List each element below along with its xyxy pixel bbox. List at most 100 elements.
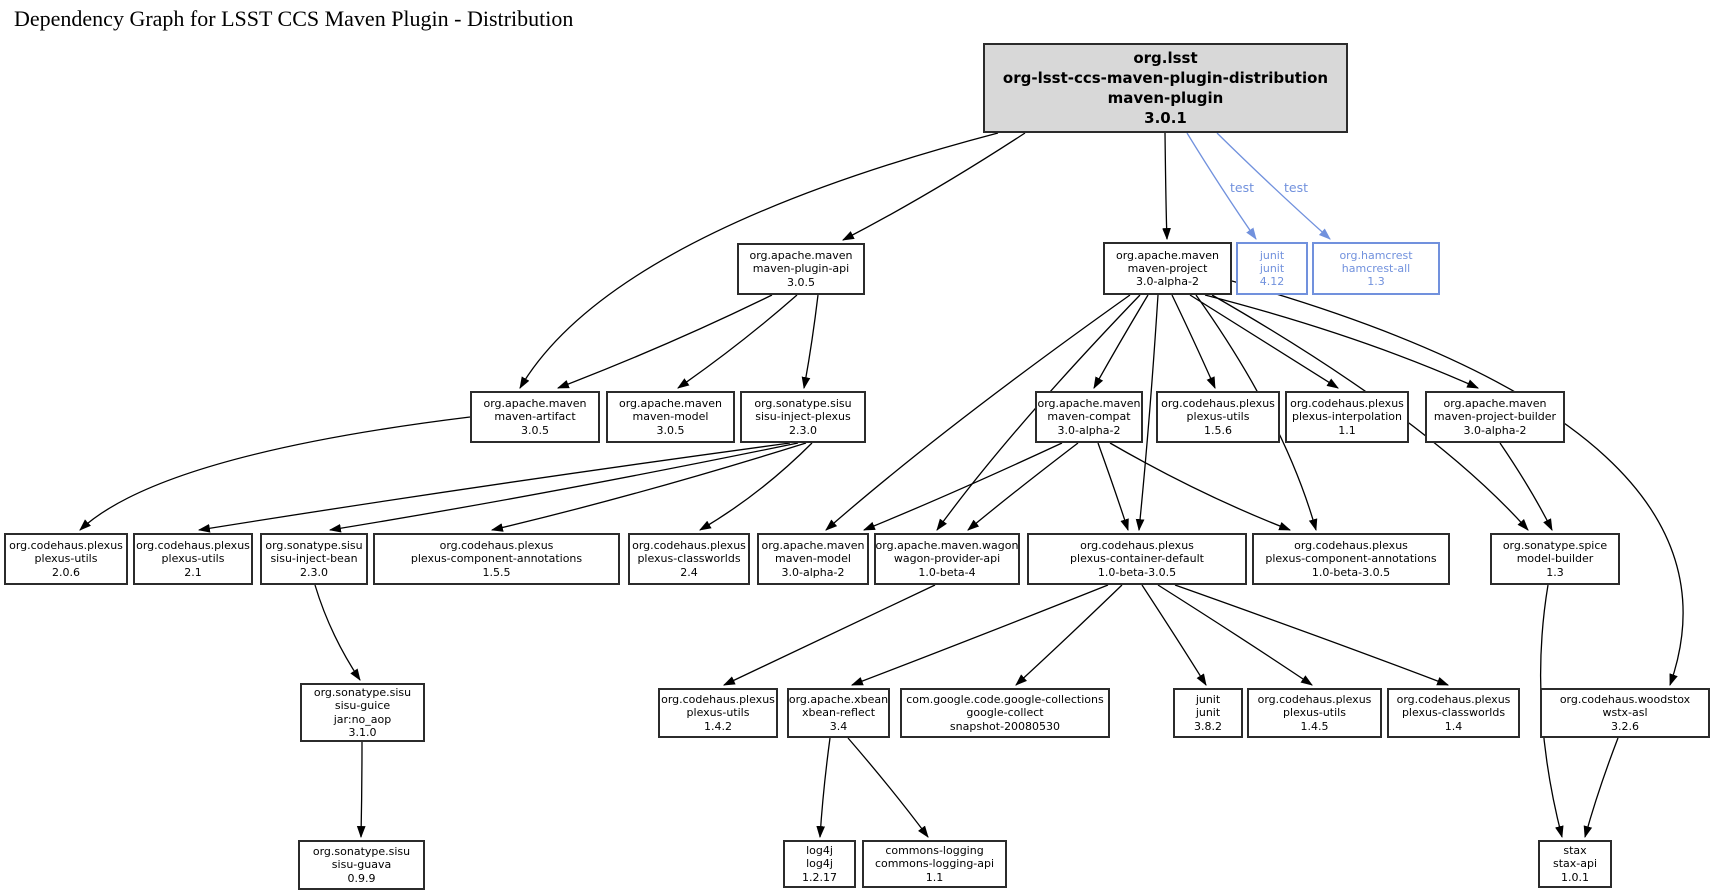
node-plexus-interpolation-line: plexus-interpolation xyxy=(1291,410,1402,424)
node-plexus-utils-21-line: plexus-utils xyxy=(161,552,225,566)
node-plexus-utils-145-line: 1.4.5 xyxy=(1300,719,1329,733)
node-sisu-inject-bean-line: org.sonatype.sisu xyxy=(265,539,363,553)
node-plexus-utils-206-line: 2.0.6 xyxy=(52,565,80,579)
node-root-line: 3.0.1 xyxy=(1144,109,1187,128)
node-junit4-line: junit xyxy=(1259,261,1285,275)
edge-maven-plugin-api--maven-model-305 xyxy=(677,294,798,389)
node-maven-plugin-api-line: maven-plugin-api xyxy=(752,262,850,276)
node-commons-logging-line: 1.1 xyxy=(925,870,944,884)
edge-root--maven-project xyxy=(1162,132,1171,241)
node-junit4-line: 4.12 xyxy=(1259,275,1285,289)
node-sisu-inject-plexus-line: 2.3.0 xyxy=(789,423,817,437)
edge-maven-project--maven-project-builder xyxy=(1204,294,1479,389)
node-sisu-inject-bean-line: sisu-inject-bean xyxy=(270,552,358,566)
edge-maven-project--maven-model-alpha xyxy=(825,294,1131,531)
node-plexus-utils-142-line: plexus-utils xyxy=(686,706,750,720)
node-model-builder-line: 1.3 xyxy=(1546,565,1564,579)
node-sisu-guava-line: org.sonatype.sisu xyxy=(312,845,411,859)
edge-maven-project-builder--model-builder xyxy=(1499,442,1553,531)
node-plexus-utils-21-line: org.codehaus.plexus xyxy=(136,539,250,553)
node-google-collections-line: com.google.code.google-collections xyxy=(906,693,1104,707)
node-plexus-utils-145-line: org.codehaus.plexus xyxy=(1257,693,1372,707)
node-junit-382-line: junit xyxy=(1195,706,1221,720)
edge-maven-project--wagon-provider-api xyxy=(936,294,1141,531)
node-commons-logging-line: commons-logging-api xyxy=(874,857,995,871)
node-maven-model-305-line: maven-model xyxy=(632,410,709,424)
node-xbean-reflect-line: xbean-reflect xyxy=(801,706,876,720)
node-junit4-line: junit xyxy=(1259,248,1285,262)
node-plexus-component-annotations-beta-line: org.codehaus.plexus xyxy=(1294,539,1408,553)
edge-root--maven-plugin-api xyxy=(842,132,1026,241)
node-maven-artifact-line: org.apache.maven xyxy=(483,397,587,411)
node-maven-compat-line: org.apache.maven xyxy=(1037,397,1141,411)
edge-plexus-container-default--junit-382 xyxy=(1141,584,1207,686)
edge-maven-project--plexus-utils-156 xyxy=(1171,294,1216,389)
edge-maven-compat--plexus-container-default xyxy=(1097,442,1129,532)
node-plexus-utils-21-line: 2.1 xyxy=(184,565,202,579)
edge-sisu-inject-plexus--plexus-component-annotations-155 xyxy=(490,442,807,532)
node-maven-artifact-line: maven-artifact xyxy=(494,410,576,424)
node-maven-project-line: org.apache.maven xyxy=(1116,248,1219,262)
node-plexus-component-annotations-beta-line: 1.0-beta-3.0.5 xyxy=(1311,565,1391,579)
edge-maven-project--maven-compat xyxy=(1093,294,1149,389)
page-title: Dependency Graph for LSST CCS Maven Plug… xyxy=(14,6,574,31)
node-maven-model-alpha-line: maven-model xyxy=(775,552,851,566)
node-plexus-utils-206-line: plexus-utils xyxy=(34,552,98,566)
edge-maven-artifact--plexus-utils-206 xyxy=(79,416,471,531)
node-plexus-container-default-line: plexus-container-default xyxy=(1070,552,1204,566)
node-plexus-container-default-line: org.codehaus.plexus xyxy=(1080,539,1194,553)
edge-sisu-inject-plexus--plexus-classworlds-24 xyxy=(699,442,813,531)
edge-label-test: test xyxy=(1230,180,1254,195)
node-plexus-component-annotations-155-line: 1.5.5 xyxy=(482,565,511,579)
edge-maven-project--wstx-asl xyxy=(1231,280,1684,687)
node-sisu-inject-bean-line: 2.3.0 xyxy=(300,565,328,579)
edge-sisu-inject-plexus--plexus-utils-21 xyxy=(197,442,791,533)
node-hamcrest-line: org.hamcrest xyxy=(1339,248,1413,262)
edge-root--hamcrest xyxy=(1216,132,1331,240)
edge-maven-compat--maven-model-alpha xyxy=(862,442,1063,531)
node-hamcrest-line: hamcrest-all xyxy=(1341,261,1411,275)
node-maven-plugin-api-line: org.apache.maven xyxy=(749,249,853,263)
node-plexus-utils-156-line: org.codehaus.plexus xyxy=(1161,397,1275,411)
node-wagon-provider-api-line: 1.0-beta-4 xyxy=(918,565,976,579)
node-root-line: org-lsst-ccs-maven-plugin-distribution xyxy=(1002,68,1329,87)
node-plexus-utils-142-line: 1.4.2 xyxy=(704,719,732,733)
node-stax-api-line: stax xyxy=(1563,844,1587,858)
edge-plexus-container-default--xbean-reflect xyxy=(850,584,1109,686)
node-maven-plugin-api-line: 3.0.5 xyxy=(787,275,815,289)
node-wagon-provider-api-line: wagon-provider-api xyxy=(893,552,1001,566)
node-xbean-reflect-line: org.apache.xbean xyxy=(788,693,889,707)
edge-maven-plugin-api--sisu-inject-plexus xyxy=(801,294,819,390)
node-plexus-classworlds-24-line: plexus-classworlds xyxy=(637,552,741,566)
node-plexus-classworlds-14-line: 1.4 xyxy=(1444,719,1463,733)
node-stax-api-line: stax-api xyxy=(1552,857,1598,871)
node-log4j-line: log4j xyxy=(806,857,833,871)
node-junit-382-line: junit xyxy=(1195,693,1221,707)
node-plexus-classworlds-24-line: org.codehaus.plexus xyxy=(632,539,746,553)
edge-wagon-provider-api--plexus-utils-142 xyxy=(723,584,936,686)
node-maven-compat-line: maven-compat xyxy=(1047,410,1131,424)
edge-plexus-container-default--plexus-utils-145 xyxy=(1157,584,1313,686)
node-root-line: org.lsst xyxy=(1133,48,1198,67)
node-plexus-interpolation-line: org.codehaus.plexus xyxy=(1290,397,1404,411)
